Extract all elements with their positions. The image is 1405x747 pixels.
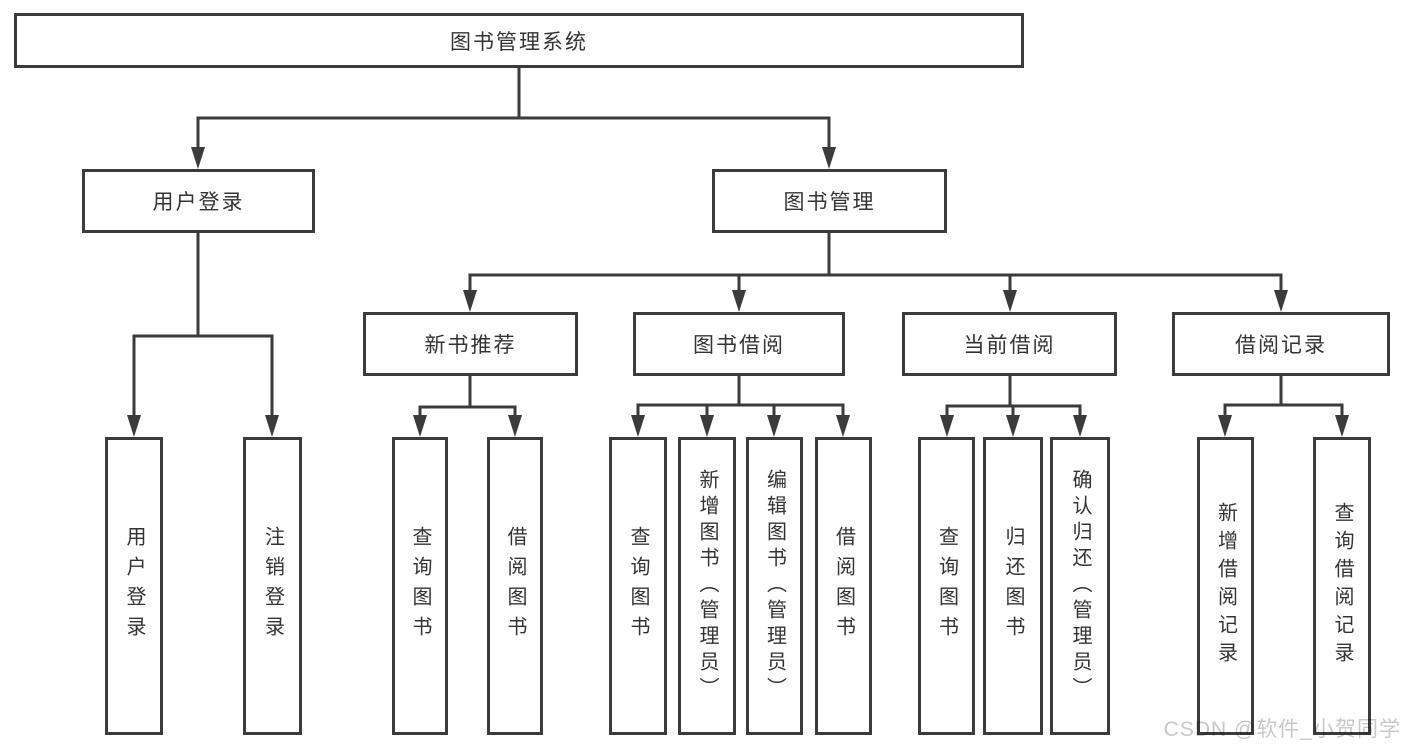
node-root-label: 图书管理系统: [450, 30, 588, 54]
node-borrow-record: 借阅记录: [1172, 312, 1390, 376]
node-borrow-record-label: 借阅记录: [1235, 334, 1327, 357]
arrowhead: [191, 147, 205, 169]
connector-root-to-level2: [196, 68, 831, 148]
leaf-edit-book-admin: 编辑图书（管理员）: [746, 437, 803, 735]
connector-current-to-leaves: [945, 376, 1082, 417]
arrowhead: [508, 415, 522, 437]
arrowhead: [463, 290, 477, 312]
leaf-add-borrow-record: 新增借阅记录: [1197, 437, 1254, 735]
leaf-query-book-recommend-label: 查询图书: [409, 526, 431, 646]
arrowhead: [1073, 415, 1087, 437]
leaf-logout-label: 注销登录: [261, 526, 284, 646]
leaf-borrow-book-recommend-label: 借阅图书: [504, 526, 526, 646]
arrowheads: [127, 147, 1349, 437]
leaf-edit-book-admin-label: 编辑图书（管理员）: [763, 469, 786, 703]
leaf-return-book: 归还图书: [983, 437, 1043, 735]
watermark: CSDN @软件_小贺同学: [1163, 718, 1401, 741]
leaf-query-book-recommend: 查询图书: [392, 437, 448, 735]
arrowhead: [1335, 415, 1349, 437]
node-book-borrow: 图书借阅: [633, 312, 845, 376]
leaf-confirm-return-admin: 确认归还（管理员）: [1050, 437, 1110, 735]
arrowhead: [836, 415, 850, 437]
node-current-borrow: 当前借阅: [902, 312, 1117, 376]
arrowhead: [940, 415, 954, 437]
arrowhead: [700, 415, 714, 437]
node-root: 图书管理系统: [14, 13, 1024, 68]
arrowhead: [413, 415, 427, 437]
arrowhead: [732, 290, 746, 312]
node-book-borrow-label: 图书借阅: [693, 334, 785, 357]
leaf-confirm-return-admin-label: 确认归还（管理员）: [1069, 469, 1091, 703]
leaf-add-borrow-record-label: 新增借阅记录: [1214, 502, 1237, 670]
node-user-login-label: 用户登录: [152, 191, 245, 214]
arrowhead: [822, 147, 836, 169]
arrowhead: [1274, 290, 1288, 312]
node-current-borrow-label: 当前借阅: [963, 334, 1056, 357]
arrowhead: [1218, 415, 1232, 437]
leaf-query-borrow-record: 查询借阅记录: [1313, 437, 1371, 735]
leaf-borrow-book-recommend: 借阅图书: [487, 437, 543, 735]
leaf-logout: 注销登录: [243, 437, 302, 735]
node-new-book-recommend-label: 新书推荐: [424, 334, 517, 357]
leaf-return-book-label: 归还图书: [1002, 526, 1024, 646]
arrowhead: [265, 415, 279, 437]
leaf-query-book-borrow: 查询图书: [609, 437, 667, 735]
arrowhead: [631, 415, 645, 437]
arrowhead: [127, 415, 141, 437]
leaf-query-book-current-label: 查询图书: [935, 526, 958, 646]
connector-record-to-leaves: [1223, 376, 1344, 417]
connector-borrow-to-leaves: [636, 376, 845, 417]
arrowhead: [767, 415, 781, 437]
leaf-borrow-book-borrow-label: 借阅图书: [832, 526, 855, 646]
leaf-add-book-admin-label: 新增图书（管理员）: [696, 469, 718, 703]
leaf-borrow-book-borrow: 借阅图书: [815, 437, 872, 735]
leaf-add-book-admin: 新增图书（管理员）: [678, 437, 736, 735]
connector-userlogin-to-leaves: [132, 233, 274, 417]
leaf-user-login-label: 用户登录: [123, 526, 145, 646]
arrowhead: [1006, 415, 1020, 437]
arrowhead: [1003, 290, 1017, 312]
node-book-management-label: 图书管理: [783, 191, 876, 214]
node-book-management: 图书管理: [712, 169, 947, 233]
leaf-query-book-current: 查询图书: [918, 437, 975, 735]
leaf-user-login: 用户登录: [105, 437, 163, 735]
leaf-query-book-borrow-label: 查询图书: [627, 526, 649, 646]
node-new-book-recommend: 新书推荐: [363, 312, 578, 376]
node-user-login: 用户登录: [82, 169, 315, 233]
connector-newrec-to-leaves: [418, 376, 517, 417]
leaf-query-borrow-record-label: 查询借阅记录: [1331, 502, 1353, 670]
connector-bookmgmt-to-level3: [468, 233, 1283, 292]
